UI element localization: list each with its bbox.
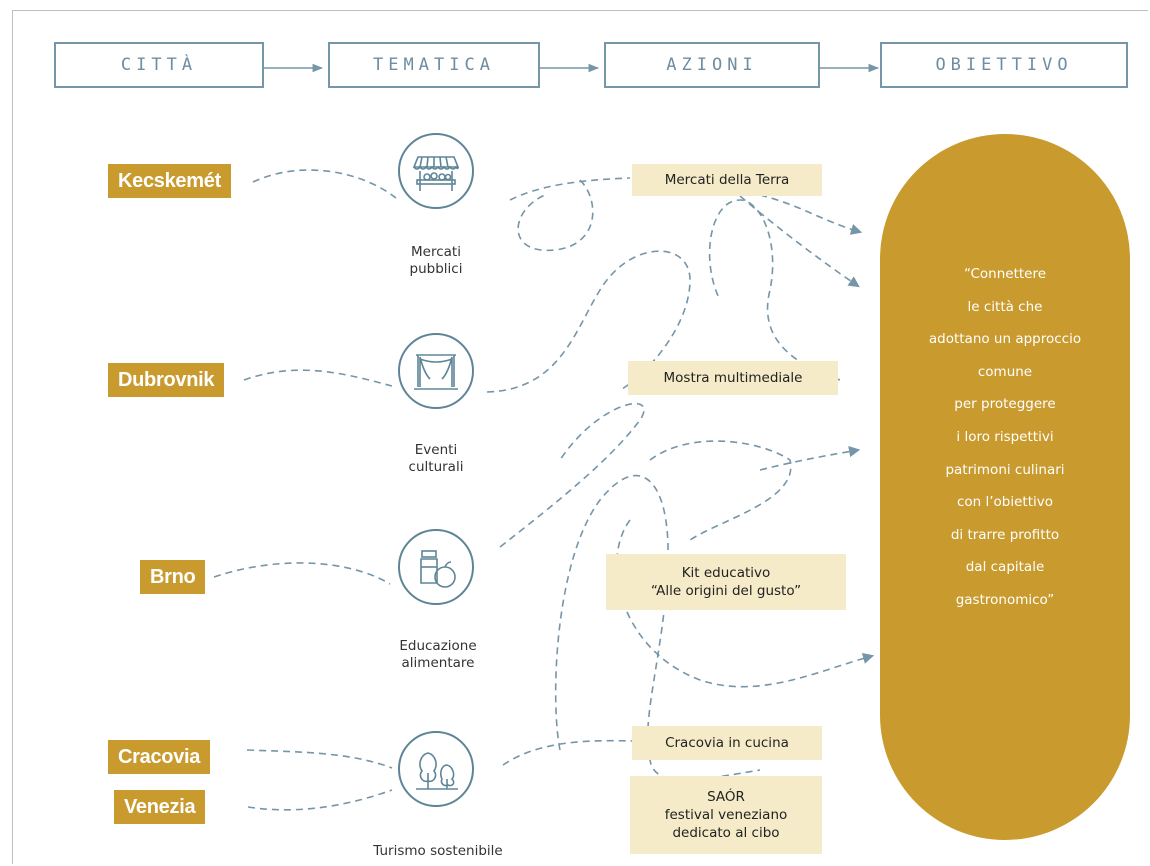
objective-line: dal capitale: [965, 559, 1045, 576]
city-cracovia: Cracovia: [108, 740, 211, 774]
theme-mercati-label: Mercati pubblici: [404, 244, 468, 278]
theme-mercati-line2: pubblici: [409, 261, 463, 277]
link-eventi-action: [486, 250, 691, 393]
action-kit-line1: Kit educativo: [681, 565, 771, 581]
header-tematica: TEMATICA: [328, 42, 540, 88]
city-kecskemet: Kecskemét: [108, 164, 231, 198]
action-mostra: Mostra multimediale: [628, 361, 838, 395]
objective-line: adottano un approccio: [928, 331, 1082, 348]
objective-line: con l’obiettivo: [956, 494, 1054, 511]
action-saor: SAÓR festival veneziano dedicato al cibo: [630, 776, 822, 854]
theme-eventi-line1: Eventi: [414, 442, 458, 458]
theme-eventi-label: Eventi culturali: [395, 442, 477, 476]
link-mostra-loop: [708, 199, 841, 381]
objective-line: “Connettere: [963, 266, 1047, 282]
objective-text: “Connettere le città che adottano un app…: [880, 258, 1130, 617]
link-mercati-objective: [759, 194, 863, 235]
action-kit-line2: “Alle origini del gusto”: [650, 583, 802, 599]
city-dubrovnik: Dubrovnik: [108, 363, 225, 397]
link-terra-objective-2: [739, 195, 860, 288]
diagram-frame: [12, 10, 1148, 864]
action-cracovia-cucina: Cracovia in cucina: [632, 726, 822, 760]
objective-pill: [880, 134, 1130, 840]
objective-line: di trarre profitto: [950, 526, 1060, 543]
action-saor-line2: festival veneziano: [664, 807, 788, 823]
link-kit-loop: [649, 440, 792, 541]
link-kecskemet-mercati: [252, 169, 397, 199]
city-brno: Brno: [140, 560, 206, 594]
link-brno-educazione: [213, 562, 391, 585]
link-educazione-action: [499, 402, 645, 548]
food-jar-apple-icon: [398, 529, 474, 605]
header-obiettivo: OBIETTIVO: [880, 42, 1128, 88]
link-turismo-action: [502, 474, 761, 781]
link-venezia-turismo: [247, 789, 393, 811]
theme-turismo-label: Turismo sostenibile: [360, 843, 516, 860]
theme-educazione-label: Educazione alimentare: [388, 638, 488, 672]
objective-line: per proteggere: [954, 396, 1056, 413]
link-cracovia-turismo: [246, 749, 393, 769]
theme-mercati-line1: Mercati: [411, 244, 461, 260]
action-mercati-terra: Mercati della Terra: [632, 164, 822, 196]
theater-curtain-icon: [398, 333, 474, 409]
theme-eventi-line2: culturali: [408, 459, 464, 475]
trees-icon: [398, 731, 474, 807]
action-kit: Kit educativo “Alle origini del gusto”: [606, 554, 846, 610]
link-mercati-action: [509, 177, 631, 252]
city-venezia: Venezia: [114, 790, 206, 824]
action-saor-line1: SAÓR: [707, 789, 745, 805]
objective-line: patrimoni culinari: [945, 461, 1065, 478]
objective-line: le città che: [967, 298, 1043, 315]
theme-educazione-line2: alimentare: [401, 655, 475, 671]
dashed-connectors: [213, 169, 875, 811]
header-citta: CITTÀ: [54, 42, 264, 88]
link-kit-objective-2: [616, 519, 875, 688]
link-dubrovnik-eventi: [243, 369, 393, 387]
objective-line: gastronomico”: [955, 591, 1055, 608]
market-stall-icon: [398, 133, 474, 209]
objective-line: i loro rispettivi: [956, 428, 1054, 445]
link-kit-objective: [759, 446, 861, 471]
theme-turismo-line1: Turismo sostenibile: [373, 843, 503, 859]
theme-educazione-line1: Educazione: [399, 638, 477, 654]
objective-line: comune: [977, 363, 1033, 380]
header-azioni: AZIONI: [604, 42, 820, 88]
action-saor-line3: dedicato al cibo: [672, 825, 780, 841]
